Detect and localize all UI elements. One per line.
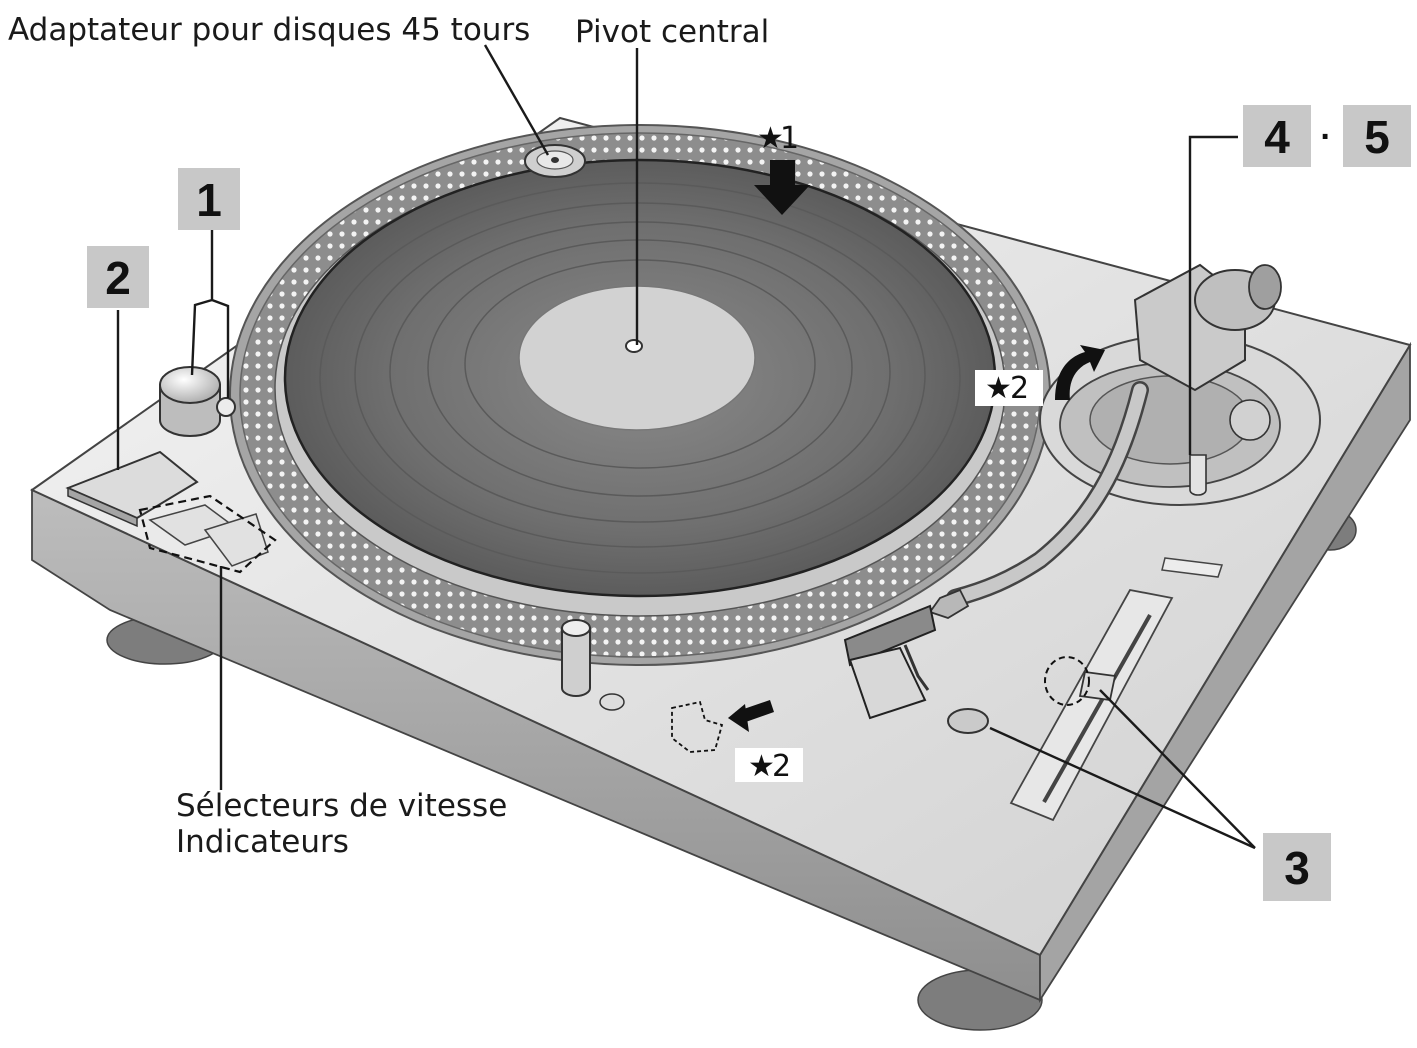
finger-lift xyxy=(903,644,930,691)
star-icon: ★ xyxy=(748,749,775,784)
cartridge xyxy=(848,646,927,720)
cartridge-ghost xyxy=(671,700,724,753)
step1-leader xyxy=(190,228,230,398)
down-arrow-icon xyxy=(754,160,810,215)
badge-number-4: 4 xyxy=(1264,111,1290,163)
record-groove xyxy=(427,239,853,497)
target-light-body xyxy=(561,627,591,697)
adapter-hole xyxy=(551,157,559,163)
badge-number: 3 xyxy=(1284,842,1310,894)
note-bg xyxy=(735,748,803,782)
pitch-controls xyxy=(947,557,1224,822)
move-arrow-icon xyxy=(728,700,774,732)
45-adapter xyxy=(524,144,586,178)
rotate-arrow-icon xyxy=(1055,345,1105,400)
note-number: 2 xyxy=(772,749,791,784)
pitch-reset-button xyxy=(947,708,989,734)
arm-clamp xyxy=(1189,454,1207,496)
speed-selectors-highlight xyxy=(138,494,277,574)
speed-selectors xyxy=(138,494,277,574)
record-groove xyxy=(354,202,926,548)
note-star1: ★ 2 1 xyxy=(757,121,799,156)
badge-number: 1 xyxy=(196,174,222,226)
note-star2-armrest: ★ 2 xyxy=(975,370,1043,406)
step3-leader-a xyxy=(989,726,1256,850)
anti-skate-dial xyxy=(1229,399,1271,441)
step-badge-2: 2 xyxy=(87,246,149,308)
start-stop-button xyxy=(65,450,199,528)
star-icon: ★ xyxy=(757,121,784,156)
note-number: 1 xyxy=(780,121,799,156)
step3-leader-b xyxy=(1099,689,1256,849)
step45-leader xyxy=(1188,135,1238,455)
headshell-rest xyxy=(599,693,625,711)
star-icon: ★ xyxy=(985,371,1012,406)
badge-bg xyxy=(87,246,149,308)
headshell xyxy=(843,604,937,667)
record-groove xyxy=(389,221,891,523)
target-light xyxy=(561,619,625,711)
counterweight-end xyxy=(1248,264,1282,310)
pitch-display-slot xyxy=(1161,557,1224,578)
note-bg xyxy=(975,370,1043,406)
note-star2-cartridge: ★ 2 xyxy=(735,748,803,784)
badge-number: 2 xyxy=(105,252,131,304)
tonearm xyxy=(843,381,1149,720)
target-light-top xyxy=(561,619,591,637)
indicators-label: Indicateurs xyxy=(176,824,349,860)
note-number: 2 xyxy=(1010,371,1029,406)
knob-top xyxy=(159,366,221,404)
step-badge-1: 1 xyxy=(178,168,240,230)
platter xyxy=(229,124,1051,666)
step-badge-3: 3 xyxy=(1263,833,1331,901)
adapter-label: Adaptateur pour disques 45 tours xyxy=(8,12,530,48)
badge-bg xyxy=(1263,833,1331,901)
speed-selectors-label: Sélecteurs de vitesse xyxy=(176,788,507,824)
badge-bg xyxy=(178,168,240,230)
badge-number-5: 5 xyxy=(1364,111,1390,163)
badge-separator: · xyxy=(1320,118,1331,156)
power-indicator xyxy=(216,397,236,417)
tonearm-collar xyxy=(928,588,970,619)
center-spindle xyxy=(625,339,643,353)
button-edge xyxy=(67,486,138,528)
pitch-fader-slot xyxy=(1042,614,1152,803)
badge-bg-5 xyxy=(1343,105,1411,167)
adapter-leader xyxy=(483,44,550,156)
power-knob xyxy=(159,366,236,437)
spindle-label: Pivot central xyxy=(575,14,769,50)
leader-lines xyxy=(116,44,1256,850)
badge-bg-4 xyxy=(1243,105,1311,167)
record-groove xyxy=(319,182,961,574)
pitch-led-highlight xyxy=(1044,656,1090,706)
record-groove xyxy=(464,259,816,469)
speed-45-button xyxy=(203,513,269,567)
tonearm-tube xyxy=(948,383,1147,605)
step-badge-4-5: 4 · 5 xyxy=(1243,105,1411,167)
